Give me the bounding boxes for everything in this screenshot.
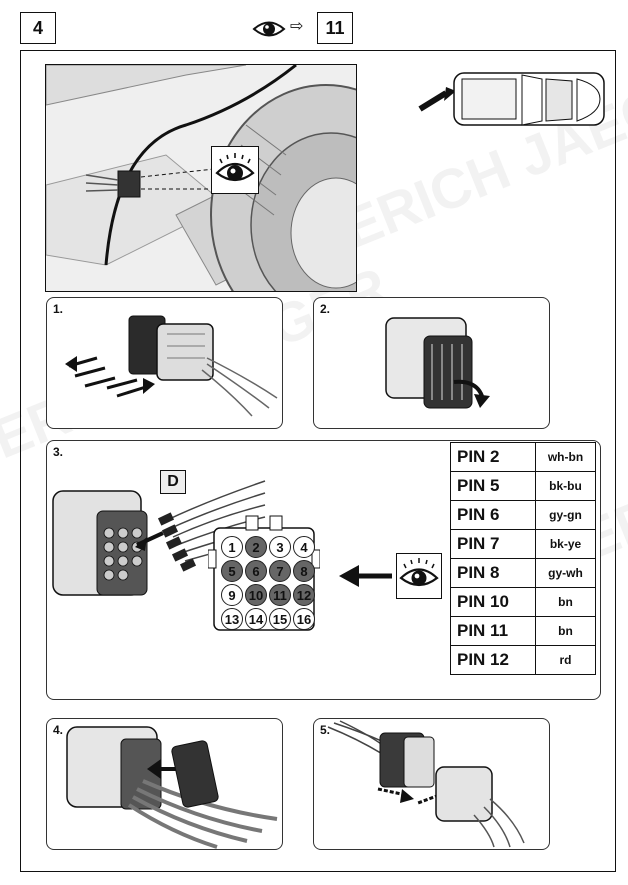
pin-number: PIN 5 (450, 471, 536, 501)
arrow-icon: ⇨ (290, 18, 304, 35)
eye-icon (252, 21, 286, 37)
panel-label: 5. (320, 723, 331, 737)
truck-top-view-icon (418, 72, 605, 126)
instruction-frame (20, 50, 616, 872)
pin-number: PIN 10 (450, 587, 536, 617)
connector-pin: 7 (269, 560, 291, 582)
panel-label: 3. (53, 445, 64, 459)
pin-number: PIN 12 (450, 645, 536, 675)
pin-number: PIN 7 (450, 529, 536, 559)
wire-color: gy-gn (535, 500, 596, 530)
lock-insert-illustration (66, 726, 278, 849)
pin-number: PIN 11 (450, 616, 536, 646)
wire-color: bk-bu (535, 471, 596, 501)
panel-label: 2. (320, 302, 331, 316)
next-step-number: 11 (317, 12, 353, 44)
connector-pin: 3 (269, 536, 291, 558)
inspection-view-marker (211, 146, 259, 194)
connector-pin: 13 (221, 608, 243, 630)
pin-number: PIN 6 (450, 500, 536, 530)
connector-pin: 9 (221, 584, 243, 606)
pin-number: PIN 8 (450, 558, 536, 588)
eye-icon (399, 558, 439, 587)
connector-pin: 2 (245, 536, 267, 558)
wire-color: wh-bn (535, 442, 596, 472)
panel-label: 4. (53, 723, 64, 737)
wire-color: bn (535, 587, 596, 617)
inspection-view-marker (396, 553, 442, 599)
connector-unplug-illustration (65, 315, 278, 417)
connector-pin: 11 (269, 584, 291, 606)
connector-pin: 4 (293, 536, 315, 558)
connector-pin: 15 (269, 608, 291, 630)
vehicle-underside-illustration (45, 64, 357, 292)
connector-pin: 1 (221, 536, 243, 558)
connector-pin: 14 (245, 608, 267, 630)
lock-release-illustration (385, 317, 490, 409)
wire-color: gy-wh (535, 558, 596, 588)
panel-step-1: 1. (46, 297, 283, 429)
connector-pin: 16 (293, 608, 315, 630)
connector-pin: 5 (221, 560, 243, 582)
panel-label: 1. (53, 302, 64, 316)
connector-pin: 6 (245, 560, 267, 582)
connector-plug-in-illustration (327, 720, 525, 848)
wire-color: rd (535, 645, 596, 675)
pin-number: PIN 2 (450, 442, 536, 472)
wire-color: bk-ye (535, 529, 596, 559)
panel-step-5: 5. (313, 718, 550, 850)
connector-pin: 10 (245, 584, 267, 606)
connector-pin: 8 (293, 560, 315, 582)
step-number: 4 (20, 12, 56, 44)
wire-color: bn (535, 616, 596, 646)
connector-label: D (160, 470, 186, 494)
panel-step-4: 4. (46, 718, 283, 850)
connector-pin: 12 (293, 584, 315, 606)
eye-icon (215, 153, 255, 182)
panel-step-2: 2. (313, 297, 550, 429)
wire-insertion-illustration (52, 480, 392, 596)
